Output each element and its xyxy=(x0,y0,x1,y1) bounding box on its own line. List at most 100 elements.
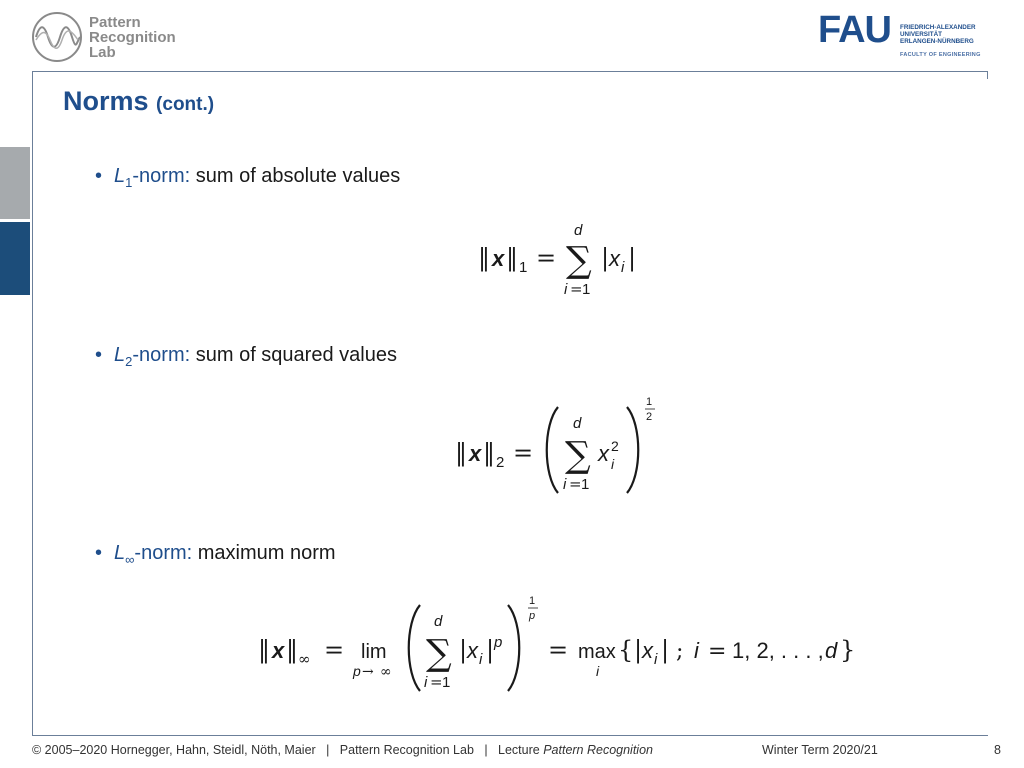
equation-l1-norm: ‖ x ‖ 1 = d ∑ i = 1 | x i | xyxy=(478,222,648,307)
svg-text:|: | xyxy=(601,244,609,273)
svg-text:x: x xyxy=(597,441,610,466)
svg-text:d: d xyxy=(574,222,583,239)
svg-text:=: = xyxy=(430,673,443,691)
svg-text:=: = xyxy=(708,639,726,664)
norm-suffix: -norm: xyxy=(132,165,191,187)
norm-symbol: L xyxy=(114,344,126,366)
svg-text:i: i xyxy=(564,281,568,298)
bullet-term: L2-norm: xyxy=(114,344,191,369)
svg-text:1: 1 xyxy=(646,396,652,408)
svg-text:‖: ‖ xyxy=(478,244,490,273)
bullet-l1-norm: •L1-norm: sum of absolute values xyxy=(95,165,400,190)
svg-text:i: i xyxy=(596,663,600,679)
svg-text:1: 1 xyxy=(442,674,450,691)
svg-text:2: 2 xyxy=(496,454,504,471)
footer-lecture-name: Pattern Recognition xyxy=(543,743,653,757)
svg-text:1: 1 xyxy=(581,476,589,493)
footer-lecture-prefix: Lecture xyxy=(498,743,540,757)
bullet-linf-norm: •L∞-norm: maximum norm xyxy=(95,542,336,567)
frame-right-tick xyxy=(987,71,988,79)
svg-text:x: x xyxy=(271,638,285,663)
bullet-icon: • xyxy=(95,344,103,366)
svg-text:x: x xyxy=(641,638,654,663)
norm-subscript: 2 xyxy=(125,354,133,369)
svg-text:i: i xyxy=(424,674,428,691)
equation-l2-norm: ‖ x ‖ 2 = d ∑ i = 1 x i 2 1 2 xyxy=(455,395,665,505)
fau-university-name: FRIEDRICH-ALEXANDER UNIVERSITÄT ERLANGEN… xyxy=(900,24,976,45)
svg-text:=: = xyxy=(324,636,344,664)
svg-text:|: | xyxy=(661,636,669,665)
svg-text:i: i xyxy=(611,456,615,472)
frame-bottom-divider xyxy=(32,735,988,736)
lab-logo-line: Pattern xyxy=(89,14,141,31)
svg-text:i: i xyxy=(621,259,625,276)
side-tab-gray xyxy=(0,147,30,219)
svg-text:=: = xyxy=(569,475,582,493)
lab-logo-text: Pattern Recognition Lab xyxy=(89,15,176,60)
wave-logo-icon xyxy=(32,12,82,62)
bullet-term: L1-norm: xyxy=(114,165,191,190)
svg-text:x: x xyxy=(466,638,479,663)
norm-suffix: -norm: xyxy=(132,344,191,366)
svg-text:∞: ∞ xyxy=(380,664,392,680)
footer-lab: Pattern Recognition Lab xyxy=(339,743,474,757)
svg-text:1: 1 xyxy=(529,595,535,607)
fau-name-line: FRIEDRICH-ALEXANDER xyxy=(900,24,976,31)
svg-text:=: = xyxy=(570,280,583,298)
lab-logo-line: Lab xyxy=(89,44,116,61)
svg-text:∑: ∑ xyxy=(565,435,591,476)
bullet-text: sum of squared values xyxy=(190,344,397,366)
svg-text:d: d xyxy=(573,415,582,432)
slide-title-suffix: (cont.) xyxy=(156,94,215,115)
svg-text:i: i xyxy=(563,476,567,493)
bullet-icon: • xyxy=(95,542,103,564)
norm-suffix: -norm: xyxy=(134,542,193,564)
svg-text:1: 1 xyxy=(582,281,590,298)
lab-logo-line: Recognition xyxy=(89,29,176,46)
slide-title-text: Norms xyxy=(63,86,149,116)
svg-text:i: i xyxy=(479,651,483,668)
svg-text:‖: ‖ xyxy=(483,439,495,468)
svg-text:p: p xyxy=(352,663,361,679)
norm-subscript: ∞ xyxy=(125,552,135,567)
fau-name-line: ERLANGEN-NÜRNBERG xyxy=(900,38,974,45)
svg-text:d: d xyxy=(434,613,443,630)
fau-faculty: FACULTY OF ENGINEERING xyxy=(900,52,981,58)
svg-text:1, 2, . . . ,: 1, 2, . . . , xyxy=(732,638,824,663)
bullet-text: sum of absolute values xyxy=(190,165,401,187)
footer-term: Winter Term 2020/21 xyxy=(762,743,878,757)
slide-title: Norms (cont.) xyxy=(63,86,214,117)
svg-text:=: = xyxy=(513,439,533,467)
svg-text:|: | xyxy=(459,636,467,665)
svg-text:→: → xyxy=(362,664,374,680)
svg-text:2: 2 xyxy=(611,438,619,454)
fau-logo: FAU FRIEDRICH-ALEXANDER UNIVERSITÄT ERLA… xyxy=(818,9,998,62)
svg-text:1: 1 xyxy=(519,259,527,276)
frame-left-divider xyxy=(32,71,33,736)
svg-text:x: x xyxy=(491,246,505,271)
svg-text:=: = xyxy=(548,636,568,664)
fau-name-line: UNIVERSITÄT xyxy=(900,31,942,38)
svg-text:p: p xyxy=(493,634,502,651)
svg-text:i: i xyxy=(694,638,700,663)
svg-text:p: p xyxy=(528,610,535,622)
svg-text:‖: ‖ xyxy=(506,244,518,273)
svg-text:}: } xyxy=(840,636,855,664)
fau-mark: FAU xyxy=(818,9,892,51)
svg-text:‖: ‖ xyxy=(286,636,298,665)
svg-text:d: d xyxy=(825,638,838,663)
svg-text:x: x xyxy=(468,441,482,466)
side-tab-blue xyxy=(0,222,30,295)
footer-separator: | xyxy=(326,743,330,757)
svg-text:{: { xyxy=(618,636,633,664)
svg-text:lim: lim xyxy=(361,641,387,663)
norm-symbol: L xyxy=(114,542,126,564)
svg-text:|: | xyxy=(628,244,636,273)
svg-text:∞: ∞ xyxy=(298,650,311,668)
footer-copyright: © 2005–2020 Hornegger, Hahn, Steidl, Nöt… xyxy=(32,743,316,757)
norm-symbol: L xyxy=(114,165,126,187)
svg-text:2: 2 xyxy=(646,411,652,423)
footer-separator: | xyxy=(484,743,488,757)
frame-top-divider xyxy=(32,71,988,72)
svg-text:=: = xyxy=(536,244,556,272)
